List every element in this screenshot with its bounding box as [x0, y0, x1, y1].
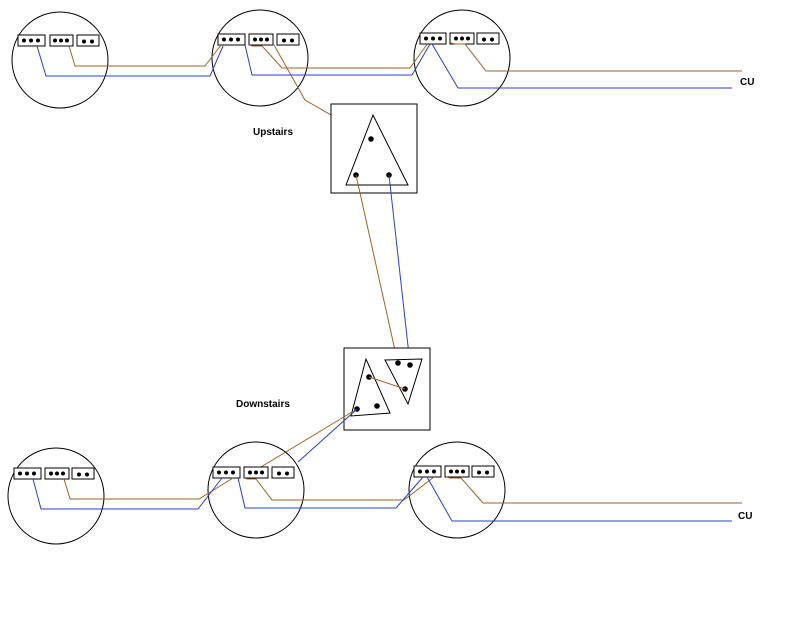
top-wires-blue	[36, 43, 732, 89]
consumer-unit-label-bottom: CU	[738, 511, 752, 522]
downstairs-switch	[343, 347, 431, 431]
strapper-wires	[355, 174, 411, 365]
bottom-wires-blue	[32, 476, 732, 522]
ceiling-rose-top-1	[11, 11, 109, 109]
upstairs-switch	[330, 103, 418, 194]
ceiling-rose-top-3	[413, 9, 511, 107]
downstairs-label: Downstairs	[236, 399, 290, 410]
bottom-wires-brown	[63, 476, 742, 504]
upstairs-label: Upstairs	[253, 127, 293, 138]
consumer-unit-label-top: CU	[740, 77, 754, 88]
downstairs-wires	[250, 376, 406, 474]
ceiling-rose-bottom-3	[408, 441, 506, 539]
ceiling-rose-bottom-2	[207, 441, 305, 539]
ceiling-rose-top-2	[211, 9, 309, 107]
ceiling-rose-bottom-1	[7, 447, 105, 545]
